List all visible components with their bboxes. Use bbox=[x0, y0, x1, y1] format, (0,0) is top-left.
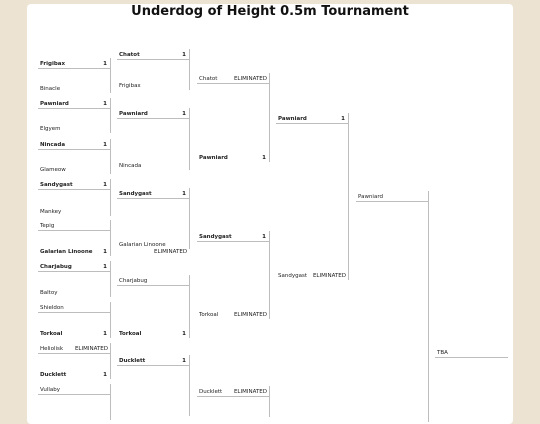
bracket-slot[interactable] bbox=[356, 201, 429, 422]
page-title: Underdog of Height 0.5m Tournament bbox=[131, 4, 409, 19]
participant-name: Pawniard bbox=[358, 194, 383, 200]
participant-name: Heliolisk bbox=[40, 346, 64, 352]
participant-name: Binacle bbox=[40, 86, 61, 92]
participant-score: 1 bbox=[182, 191, 186, 197]
participant-score: 1 bbox=[103, 142, 107, 148]
participant-score: 1 bbox=[103, 372, 107, 378]
participant-score: 1 bbox=[103, 264, 107, 270]
participant-name: Sandygast bbox=[199, 234, 232, 240]
participant-name: Sandygast bbox=[40, 182, 73, 188]
final-slot[interactable]: TBA bbox=[435, 347, 508, 358]
participant-score: 1 bbox=[182, 331, 186, 337]
participant-name: Shieldon bbox=[40, 305, 64, 311]
participant-name: Pawniard bbox=[199, 155, 228, 161]
bracket-slot[interactable] bbox=[38, 394, 111, 420]
participant-name: Torkoal bbox=[199, 312, 219, 318]
participant-name: Torkoal bbox=[119, 331, 142, 337]
participant-name: Tepig bbox=[40, 223, 55, 229]
participant-name: Frigibax bbox=[40, 61, 66, 67]
participant-name: Nincada bbox=[119, 163, 142, 169]
eliminated-label: ELIMINATED bbox=[233, 312, 267, 318]
bracket-slot[interactable] bbox=[117, 365, 190, 416]
participant-score: 1 bbox=[103, 182, 107, 188]
participant-score: 1 bbox=[262, 234, 266, 240]
bracket-slot[interactable]: Nincada bbox=[117, 118, 190, 170]
participant-name: Pawniard bbox=[119, 111, 148, 117]
eliminated-label: ELIMINATED bbox=[154, 249, 188, 255]
participant-name: Galarian Linoone bbox=[119, 242, 166, 248]
participant-name: Charjabug bbox=[40, 264, 72, 270]
eliminated-label: ELIMINATED bbox=[233, 76, 267, 82]
participant-score: 1 bbox=[103, 61, 107, 67]
bracket-card bbox=[27, 4, 513, 424]
participant-score: 1 bbox=[103, 249, 107, 255]
participant-name: Galarian Linoone bbox=[40, 249, 93, 255]
bracket-slot[interactable]: Mankey bbox=[38, 189, 111, 216]
participant-name: Charjabug bbox=[119, 278, 148, 284]
participant-score: 1 bbox=[103, 101, 107, 107]
eliminated-label: ELIMINATED bbox=[74, 346, 108, 352]
participant-name: Glameow bbox=[40, 167, 66, 173]
bracket-slot[interactable]: Torkoal 1 bbox=[38, 312, 111, 338]
bracket-slot[interactable]: Baltoy bbox=[38, 271, 111, 297]
participant-name: Mankey bbox=[40, 209, 62, 215]
participant-name: Chatot bbox=[199, 76, 218, 82]
participant-name: Ducklett bbox=[119, 358, 146, 364]
bracket-slot[interactable]: Galarian Linoone bbox=[117, 198, 190, 249]
participant-name: Elgyem bbox=[40, 126, 61, 132]
participant-score: 1 bbox=[103, 331, 107, 337]
participant-name: Ducklett bbox=[40, 372, 67, 378]
participant-score: 1 bbox=[182, 111, 186, 117]
participant-score: 1 bbox=[182, 52, 186, 58]
participant-score: 1 bbox=[182, 358, 186, 364]
bracket-slot[interactable]: Sandygast ELIMINATED bbox=[276, 123, 349, 280]
participant-name: Baltoy bbox=[40, 290, 58, 296]
bracket-slot[interactable]: Binacle bbox=[38, 68, 111, 93]
bracket-slot[interactable]: Elgyem bbox=[38, 108, 111, 133]
eliminated-label: ELIMINATED bbox=[312, 273, 346, 279]
bracket-slot[interactable] bbox=[197, 396, 270, 417]
bracket-slot[interactable]: Torkoal 1 bbox=[117, 285, 190, 338]
participant-name: Chatot bbox=[119, 52, 140, 58]
bracket-slot[interactable]: Frigibax bbox=[117, 59, 190, 90]
participant-name: Ducklett bbox=[199, 389, 223, 395]
bracket-slot[interactable]: Galarian Linoone 1 bbox=[38, 230, 111, 256]
participant-name: Pawniard bbox=[278, 116, 307, 122]
bracket-slot[interactable]: Torkoal ELIMINATED bbox=[197, 241, 270, 319]
participant-name: Sandygast bbox=[119, 191, 152, 197]
participant-name: Torkoal bbox=[40, 331, 63, 337]
bracket-slot[interactable]: Glameow bbox=[38, 149, 111, 174]
participant-score: 1 bbox=[262, 155, 266, 161]
final-participant-name: TBA bbox=[437, 350, 448, 356]
participant-score: 1 bbox=[341, 116, 345, 122]
bracket-slot[interactable]: Ducklett 1 bbox=[38, 353, 111, 379]
participant-name: Nincada bbox=[40, 142, 66, 148]
participant-name: Frigibax bbox=[119, 83, 141, 89]
bracket-slot[interactable]: Pawniard 1 bbox=[197, 83, 270, 162]
eliminated-label: ELIMINATED bbox=[233, 389, 267, 395]
participant-name: Sandygast bbox=[278, 273, 307, 279]
participant-name: Pawniard bbox=[40, 101, 69, 107]
participant-name: Vullaby bbox=[40, 387, 61, 393]
